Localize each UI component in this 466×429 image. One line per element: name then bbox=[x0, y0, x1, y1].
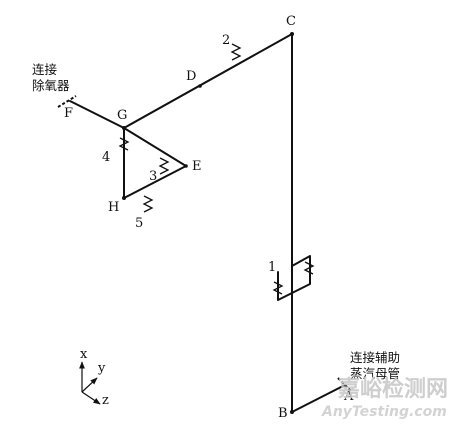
axis-label-y: y bbox=[97, 361, 106, 376]
pipe-segment-h-e bbox=[123, 165, 187, 199]
node-dot-c bbox=[290, 32, 294, 36]
support-1-symbol-lower bbox=[272, 281, 284, 295]
pipe-offset-support-1 bbox=[277, 255, 311, 301]
annotations: 连接 除氧器 连接辅助 蒸汽母管 bbox=[32, 62, 400, 381]
support-label-4: 4 bbox=[102, 150, 110, 165]
dashed-end-f bbox=[57, 95, 77, 108]
support-label-2: 2 bbox=[222, 33, 230, 48]
support-1-symbol-upper bbox=[303, 261, 315, 275]
support-2-symbol bbox=[230, 43, 242, 61]
support-symbols bbox=[118, 43, 315, 295]
pipe-segment-f-g bbox=[69, 100, 125, 129]
node-labels: C D G F E H B A bbox=[64, 14, 354, 421]
axis-label-x: x bbox=[80, 347, 88, 362]
node-dots bbox=[122, 32, 294, 414]
pipe-segment-b-a bbox=[291, 384, 346, 413]
support-label-3: 3 bbox=[149, 169, 157, 184]
watermark-cn: 嘉峪检测网 bbox=[338, 376, 448, 402]
node-label-f: F bbox=[64, 106, 73, 121]
pipe-route bbox=[69, 33, 346, 413]
support-label-5: 5 bbox=[135, 216, 143, 231]
pipe-segment-e-g bbox=[123, 127, 187, 167]
axis-triad bbox=[79, 361, 101, 405]
support-4-symbol bbox=[118, 137, 130, 151]
node-dot-h bbox=[122, 196, 126, 200]
watermark: 嘉峪检测网 AnyTesting.com bbox=[321, 376, 448, 420]
annotation-aux-steam-line2: 蒸汽母管 bbox=[350, 366, 400, 381]
axis-labels: x y z bbox=[80, 347, 109, 408]
node-label-a: A bbox=[343, 389, 354, 404]
support-label-1: 1 bbox=[268, 260, 276, 275]
annotation-aux-steam-line1: 连接辅助 bbox=[350, 350, 400, 365]
node-label-g: G bbox=[117, 108, 127, 123]
watermark-en: AnyTesting.com bbox=[321, 404, 447, 420]
node-dot-d bbox=[198, 84, 202, 88]
node-dot-g bbox=[122, 126, 126, 130]
node-label-c: C bbox=[286, 14, 296, 29]
node-label-d: D bbox=[186, 69, 196, 84]
dashed-end-a bbox=[337, 377, 353, 393]
support-5-symbol bbox=[142, 195, 154, 213]
axis-label-z: z bbox=[102, 393, 109, 408]
support-3-symbol bbox=[158, 157, 170, 175]
node-label-h: H bbox=[108, 200, 119, 215]
axis-y-arrow bbox=[81, 377, 98, 393]
annotation-deaerator-line2: 除氧器 bbox=[32, 78, 70, 93]
node-label-b: B bbox=[278, 406, 288, 421]
support-labels: 2 4 3 5 1 bbox=[102, 33, 276, 275]
node-label-e: E bbox=[192, 159, 202, 174]
pipe-segment-g-c bbox=[123, 33, 293, 129]
node-dot-e bbox=[184, 164, 188, 168]
pipe-ends bbox=[57, 95, 353, 393]
node-dot-b bbox=[290, 410, 294, 414]
axis-z-arrow bbox=[81, 391, 101, 405]
annotation-deaerator-line1: 连接 bbox=[32, 62, 58, 77]
